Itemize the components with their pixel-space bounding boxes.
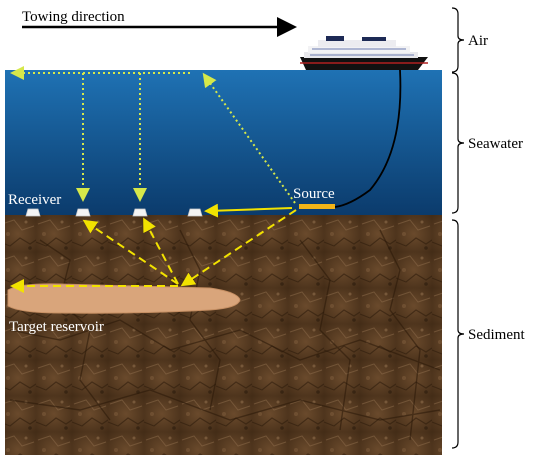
tow-cable — [334, 69, 402, 208]
seawater-brace — [451, 72, 465, 214]
seawater-label: Seawater — [468, 136, 523, 152]
towing-direction-label: Towing direction — [22, 9, 125, 25]
sediment-label: Sediment — [468, 327, 525, 343]
seawater-layer — [5, 70, 442, 215]
air-label: Air — [468, 33, 488, 49]
cruise-ship-icon — [300, 36, 428, 70]
air-brace — [451, 7, 465, 73]
receiver-label: Receiver — [8, 192, 61, 208]
receiver-node-icon — [132, 208, 148, 217]
air-wave-rays — [10, 66, 296, 204]
layer-braces — [451, 7, 465, 449]
receivers — [25, 208, 203, 217]
receiver-node-icon — [25, 208, 41, 217]
target-reservoir-label: Target reservoir — [9, 319, 104, 335]
direct-wave-ray — [204, 203, 293, 218]
sediment-cracks — [9, 229, 441, 441]
source-label: Source — [293, 186, 335, 202]
source-icon — [299, 204, 335, 209]
subsurface-rays — [10, 209, 297, 293]
receiver-node-icon — [75, 208, 91, 217]
receiver-node-icon — [187, 208, 203, 217]
target-reservoir-body — [7, 283, 241, 314]
sediment-brace — [451, 219, 465, 449]
